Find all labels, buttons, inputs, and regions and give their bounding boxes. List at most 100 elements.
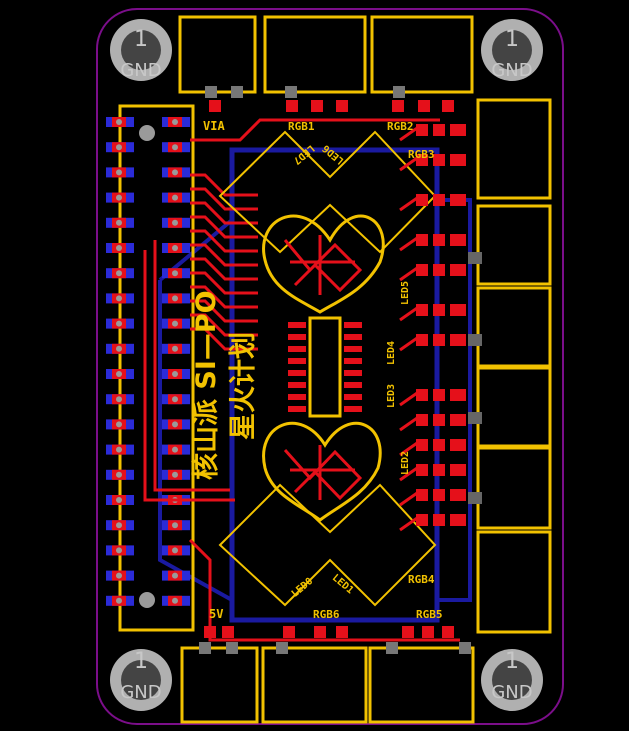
header-hole [172, 144, 178, 151]
component-pad [204, 626, 216, 638]
right-connectors [476, 98, 552, 634]
header-hole [116, 497, 122, 503]
connector-pad [468, 334, 482, 346]
resistor-pad [450, 389, 466, 401]
resistor-pad [433, 234, 445, 246]
resistor-pad [450, 489, 466, 501]
heart-top [262, 214, 385, 314]
mh-net: GND [491, 682, 532, 703]
component-pad [314, 626, 326, 638]
header-hole [116, 471, 122, 478]
trace [399, 489, 421, 507]
header-hole [172, 572, 178, 579]
header-hole [116, 169, 122, 176]
trace [188, 538, 460, 642]
resistor-pad [450, 334, 466, 346]
header-hole [116, 371, 122, 377]
resistor-pad [433, 439, 445, 451]
mh-number: 1 [134, 27, 148, 52]
resistor-pad [433, 154, 445, 166]
resistor-pad [433, 514, 445, 526]
trace [190, 173, 258, 197]
connector-pad [199, 642, 211, 654]
component-pad [311, 100, 323, 112]
component-pad [283, 626, 295, 638]
component-pad [442, 100, 454, 112]
header-hole [172, 119, 178, 125]
connector-pad [285, 86, 297, 98]
header-hole [172, 219, 178, 226]
trace [399, 124, 421, 142]
resistor-pad [450, 154, 466, 166]
header-hole [116, 245, 122, 251]
trace [190, 257, 258, 281]
header-hole [172, 471, 178, 478]
component-pad [422, 626, 434, 638]
resistor-pad [433, 414, 445, 426]
resistor-pad [433, 389, 445, 401]
trace [190, 201, 258, 225]
ic-pin [288, 370, 306, 376]
resistor-pad [450, 514, 466, 526]
label-led5: LED5 [400, 281, 411, 305]
label-rgb6: RGB6 [313, 608, 340, 621]
header-hole [116, 522, 122, 529]
header-hole [116, 396, 122, 403]
connector-pad [276, 642, 288, 654]
label-led4: LED4 [386, 341, 397, 365]
header-hole [116, 547, 122, 554]
trace [190, 271, 258, 295]
label-led2: LED2 [400, 451, 411, 475]
board-outline [96, 8, 564, 725]
header-hole [116, 295, 122, 302]
mh-net: GND [491, 60, 532, 81]
mounting-hole-tl: 1 GND [110, 19, 172, 81]
heart-bottom [262, 422, 382, 522]
trace [399, 389, 421, 407]
trace [190, 299, 258, 323]
ic-pin [288, 382, 306, 388]
connector-pad [393, 86, 405, 98]
mounting-hole-br: 1 GND [481, 649, 543, 711]
mh-number: 1 [505, 27, 519, 52]
ic-pin [288, 394, 306, 400]
trace [190, 243, 258, 267]
header-hole [116, 194, 122, 201]
component-pad [392, 100, 404, 112]
connector-pad [226, 642, 238, 654]
trace [399, 234, 421, 252]
connector-pad [205, 86, 217, 98]
header-hole [116, 597, 122, 604]
resistor-pad [450, 234, 466, 246]
mh-net: GND [120, 682, 161, 703]
connector-pad [468, 492, 482, 504]
header-hole [172, 345, 178, 352]
label-vin: VIA [203, 119, 225, 133]
header-hole [172, 522, 178, 529]
top-copper-traces [143, 118, 460, 642]
resistor-pad [450, 439, 466, 451]
label-rgb5: RGB5 [416, 608, 443, 621]
connector-pad [386, 642, 398, 654]
ic-pin [288, 406, 306, 412]
trace [399, 414, 421, 432]
resistor-pad [450, 304, 466, 316]
component-pad [209, 100, 221, 112]
label-rgb2: RGB2 [387, 120, 414, 133]
trace [399, 264, 421, 282]
trace [190, 313, 258, 337]
header-key-hole [139, 592, 155, 608]
resistor-pad [433, 304, 445, 316]
header-hole [116, 446, 122, 453]
small-components [199, 86, 471, 654]
connector-pad [231, 86, 243, 98]
label-5v: 5V [209, 607, 223, 621]
label-led7: LED7 [291, 142, 317, 166]
resistor-pad [450, 194, 466, 206]
header-hole [116, 421, 122, 428]
trace [399, 439, 421, 457]
component-pad [336, 626, 348, 638]
header-hole [116, 572, 122, 579]
resistor-pad [433, 194, 445, 206]
board-title-text: 核山派 SI—PO [190, 290, 222, 480]
